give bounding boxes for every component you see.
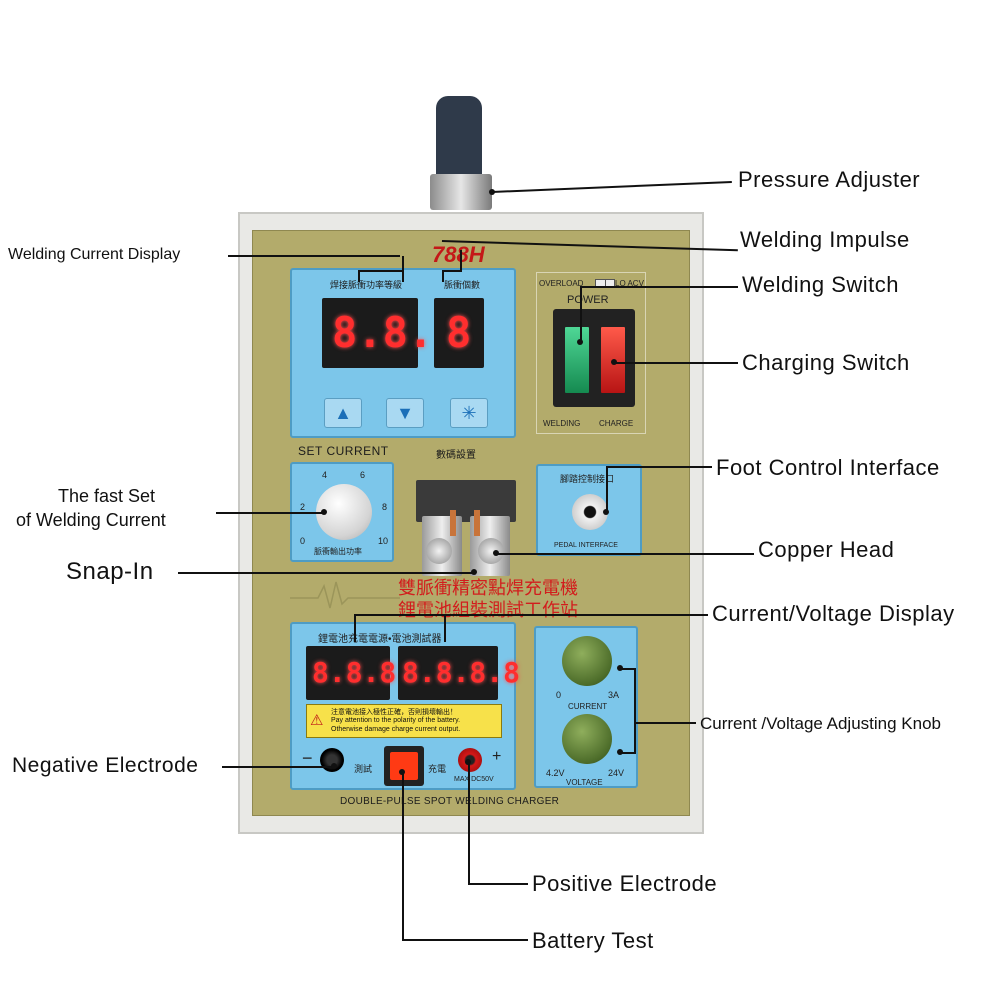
foot-control-callout: Foot Control Interface (716, 455, 940, 480)
pulse-count-label: 脈衝個數 (444, 280, 481, 290)
adjusting-knob-callout: Current /Voltage Adjusting Knob (700, 714, 941, 733)
minus-sign: − (302, 748, 313, 768)
voltage-min-label: 4.2V (546, 768, 565, 778)
current-lcd: 8.8.8 (306, 646, 396, 700)
charge-cn-label: 充電 (428, 764, 447, 774)
charge-label: CHARGE (599, 419, 634, 428)
charging-switch-callout: Charging Switch (742, 350, 910, 375)
welding-current-lcd: 8.8. (322, 298, 433, 368)
warning-line3: Otherwise damage charge current output. (331, 726, 461, 733)
current-max-label: 3A (608, 690, 620, 700)
power-switch-panel: OVERLOAD LO ACV POWER WELDING CHARGE (536, 272, 646, 434)
snap-in-callout: Snap-In (66, 558, 154, 585)
voltage-max-label: 24V (608, 768, 625, 778)
model-label: 788H (432, 242, 485, 267)
voltage-label: VOLTAGE (566, 778, 603, 787)
copper-tip-right (474, 510, 480, 536)
adjusting-knob-panel: 0 3A CURRENT 4.2V 24V VOLTAGE (534, 626, 638, 788)
warning-box: ⚠ 注意電池接入極性正確，否則損壞輸出！ Pay attention to th… (306, 704, 502, 738)
screw-right (478, 538, 504, 564)
lo-acv-label: LO ACV (615, 279, 644, 288)
setting-asterisk-button[interactable]: ✳ (450, 398, 488, 428)
warning-line1: 注意電池接入極性正確，否則損壞輸出！ (331, 709, 457, 716)
dial-caption: 脈衝輸出功率 (314, 547, 362, 556)
bottom-label: DOUBLE-PULSE SPOT WELDING CHARGER (340, 796, 560, 807)
digital-setting-label: 數碼設置 (436, 450, 476, 461)
pedal-interface-label: PEDAL INTERFACE (554, 542, 618, 549)
plus-sign: + (492, 748, 502, 765)
current-label: CURRENT (568, 702, 608, 711)
current-digits: 8.8.8 (312, 656, 397, 689)
dial-mark-8: 8 (382, 502, 388, 512)
warning-icon: ⚠ (310, 712, 324, 729)
fast-set-callout-line2: of Welding Current (16, 510, 166, 530)
max-dc-label: MAX DC50V (454, 776, 494, 783)
voltage-lcd: 8.8.8.8 (398, 646, 520, 700)
pressure-adjuster-callout: Pressure Adjuster (738, 167, 921, 192)
dial-mark-0: 0 (300, 536, 306, 546)
screw-left (426, 538, 452, 564)
voltage-digits: 8.8.8.8 (402, 656, 521, 689)
copper-tip-left (450, 510, 456, 536)
set-current-label: SET CURRENT (298, 444, 389, 458)
dial-mark-4: 4 (322, 470, 328, 480)
current-voltage-display-callout: Current/Voltage Display (712, 601, 955, 626)
up-arrow-button[interactable]: ▲ (324, 398, 362, 428)
warning-line2: Pay attention to the polarity of the bat… (331, 717, 461, 724)
overload-label: OVERLOAD (539, 279, 584, 288)
snap-in-weld-head[interactable] (416, 480, 516, 580)
dial-mark-2: 2 (300, 502, 306, 512)
down-arrow-button[interactable]: ▼ (386, 398, 424, 428)
charger-label: 鋰電池充電電源•電池測試器 (318, 634, 442, 645)
pedal-cn-label: 腳踏控制接口 (560, 474, 615, 484)
welding-current-digits: 8.8. (332, 308, 434, 357)
negative-electrode-callout: Negative Electrode (12, 754, 199, 777)
battery-test-callout: Battery Test (532, 928, 654, 953)
voltage-adjust-knob[interactable] (562, 714, 612, 764)
charger-display-panel: 鋰電池充電電源•電池測試器 8.8.8 8.8.8.8 ⚠ 注意電池接入極性正確… (290, 622, 520, 790)
fast-set-callout-line1: The fast Set (58, 486, 156, 506)
welding-display-panel: 焊接脈衝功率等級 脈衝個數 8.8. 8 ▲ ▼ ✳ (290, 268, 516, 438)
welding-switch[interactable] (563, 325, 591, 395)
welding-switch-callout: Welding Switch (742, 272, 899, 297)
power-label: POWER (567, 294, 609, 306)
weld-power-label: 焊接脈衝功率等級 (330, 280, 403, 290)
current-adjust-knob[interactable] (562, 636, 612, 686)
pressure-adjuster-handle[interactable] (430, 96, 492, 216)
test-label: 測試 (354, 764, 373, 774)
dial-mark-10: 10 (378, 536, 389, 546)
copper-head-callout: Copper Head (758, 537, 895, 562)
pedal-socket[interactable] (572, 494, 608, 530)
title-cn-line1: 雙脈衝精密點焊充電機 (398, 578, 578, 598)
positive-electrode-callout: Positive Electrode (532, 871, 718, 896)
waveform-graphic (290, 581, 400, 609)
welding-label: WELDING (543, 419, 581, 428)
title-cn-line2: 鋰電池組裝測試工作站 (398, 600, 578, 620)
current-min-label: 0 (556, 690, 562, 700)
welding-current-display-callout: Welding Current Display (8, 246, 181, 263)
welding-impulse-callout: Welding Impulse (740, 227, 910, 252)
dial-mark-6: 6 (360, 470, 366, 480)
pulse-count-digit: 8 (446, 308, 472, 357)
battery-test-button[interactable] (384, 746, 424, 786)
pedal-interface-panel: 腳踏控制接口 PEDAL INTERFACE (536, 464, 642, 556)
pulse-count-lcd: 8 (434, 298, 484, 368)
